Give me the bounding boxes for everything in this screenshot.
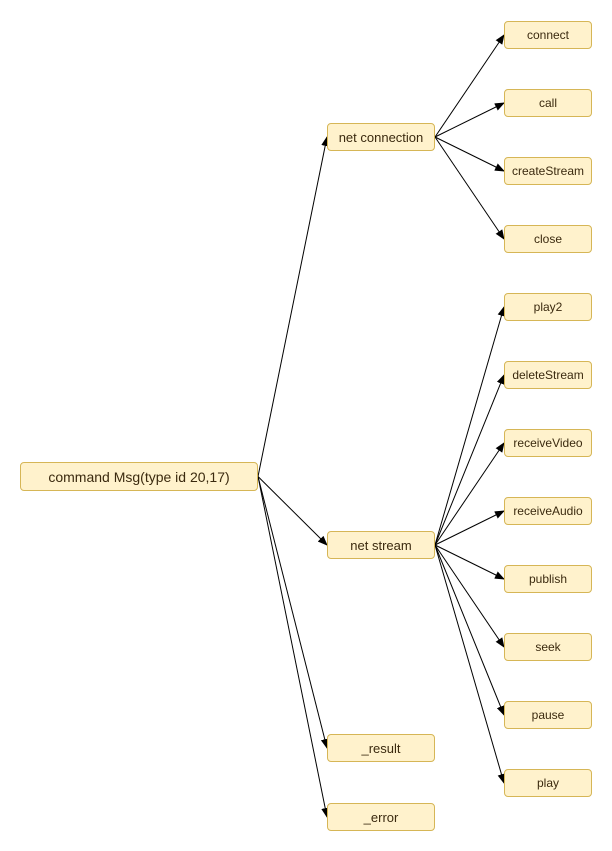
node-result[interactable]: _result bbox=[327, 734, 435, 762]
node-close[interactable]: close bbox=[504, 225, 592, 253]
edge-net_stream-to-receive_video bbox=[434, 442, 505, 546]
edge-root-to-net_connection bbox=[257, 136, 330, 477]
edge-net_stream-to-pause bbox=[434, 544, 505, 716]
node-receive-video[interactable]: receiveVideo bbox=[504, 429, 592, 457]
node-receive-audio[interactable]: receiveAudio bbox=[504, 497, 592, 525]
edge-net_connection-to-connect bbox=[434, 34, 505, 138]
node-command-msg[interactable]: command Msg(type id 20,17) bbox=[20, 462, 258, 491]
edge-net_connection-to-close bbox=[434, 136, 505, 240]
node-seek[interactable]: seek bbox=[504, 633, 592, 661]
node-play[interactable]: play bbox=[504, 769, 592, 797]
edge-net_connection-to-call bbox=[434, 102, 505, 138]
edge-root-to-error bbox=[257, 476, 330, 818]
node-create-stream[interactable]: createStream bbox=[504, 157, 592, 185]
edge-net_stream-to-play bbox=[434, 544, 506, 784]
node-publish[interactable]: publish bbox=[504, 565, 592, 593]
edge-net_stream-to-seek bbox=[434, 544, 505, 648]
edge-net_connection-to-create_stream bbox=[434, 136, 505, 172]
node-net-stream[interactable]: net stream bbox=[327, 531, 435, 559]
edge-net_stream-to-receive_audio bbox=[434, 510, 505, 546]
node-call[interactable]: call bbox=[504, 89, 592, 117]
edge-net_stream-to-publish bbox=[434, 544, 505, 580]
node-delete-stream[interactable]: deleteStream bbox=[504, 361, 592, 389]
edge-net_stream-to-delete_stream bbox=[434, 374, 505, 546]
edge-root-to-result bbox=[257, 476, 329, 749]
edge-root-to-net_stream bbox=[257, 476, 328, 546]
node-error[interactable]: _error bbox=[327, 803, 435, 831]
node-net-connection[interactable]: net connection bbox=[327, 123, 435, 151]
node-pause[interactable]: pause bbox=[504, 701, 592, 729]
edge-net_stream-to-play2 bbox=[434, 306, 506, 546]
node-play2[interactable]: play2 bbox=[504, 293, 592, 321]
node-connect[interactable]: connect bbox=[504, 21, 592, 49]
